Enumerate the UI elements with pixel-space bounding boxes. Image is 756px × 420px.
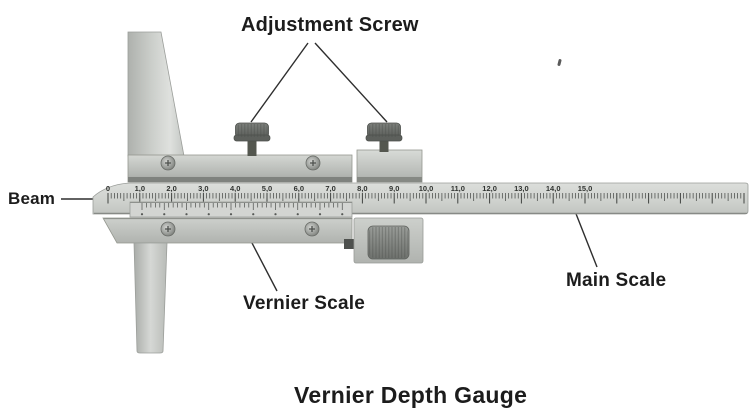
main-scale-number: 1,0	[135, 184, 145, 193]
main-scale-number: 10,0	[419, 184, 434, 193]
adjustment-screw-leader-left	[250, 42, 309, 123]
main-scale-number: 5,0	[262, 184, 272, 193]
main-scale-label: Main Scale	[566, 270, 667, 291]
main-scale-number: 14,0	[546, 184, 561, 193]
flat-screw-icon	[160, 221, 176, 237]
thumb-screw-knurl	[368, 124, 400, 137]
main-scale-number: 6,0	[294, 184, 304, 193]
fine-adjust-clamp-block	[356, 149, 423, 183]
adjustment-screw-label: Adjustment Screw	[241, 14, 419, 36]
roller-pin	[344, 239, 356, 249]
main-scale-number: 8,0	[357, 184, 367, 193]
flat-screw-icon	[304, 221, 320, 237]
fine-adjust-roller-knurl	[369, 227, 408, 258]
thumb-screw-stem	[247, 139, 257, 156]
adjustment-thumb-screw-right	[365, 122, 403, 152]
main-scale-number: 7,0	[325, 184, 335, 193]
slider-top-block-shadow-band	[128, 177, 352, 182]
slider-screws	[160, 155, 321, 237]
main-scale-number: 0	[106, 184, 110, 193]
slider-fin	[127, 31, 185, 157]
fine-adjust-clamp-shadow-band	[357, 177, 422, 182]
main-scale-number: 12,0	[482, 184, 497, 193]
main-scale-number: 4,0	[230, 184, 240, 193]
vernier-scale-ticks	[140, 203, 344, 216]
main-scale-ticks	[107, 193, 745, 204]
main-scale-number: 3,0	[198, 184, 208, 193]
main-scale-number: 15,0	[578, 184, 593, 193]
diagram-title: Vernier Depth Gauge	[294, 382, 528, 408]
adjustment-screw-leader-right	[314, 42, 388, 123]
main-scale-number: 11,0	[451, 184, 465, 193]
flat-screw-icon	[160, 155, 176, 171]
main-scale-number: 2,0	[166, 184, 176, 193]
thumb-screw-knurl	[236, 124, 268, 137]
vernier-scale-label: Vernier Scale	[243, 293, 365, 314]
base-leg	[133, 242, 168, 354]
main-scale-numbers: 0 1,0 2,0 3,0 4,0 5,0 6,0 7,0 8,0 9,0 10,0 11,0 12,0…	[106, 184, 592, 193]
thumb-screw-stem	[379, 139, 389, 152]
adjustment-thumb-screw-left	[233, 122, 271, 156]
main-scale-number: 9,0	[389, 184, 399, 193]
beam-label: Beam	[8, 189, 56, 208]
flat-screw-icon	[305, 155, 321, 171]
main-scale-number: 13,0	[514, 184, 529, 193]
